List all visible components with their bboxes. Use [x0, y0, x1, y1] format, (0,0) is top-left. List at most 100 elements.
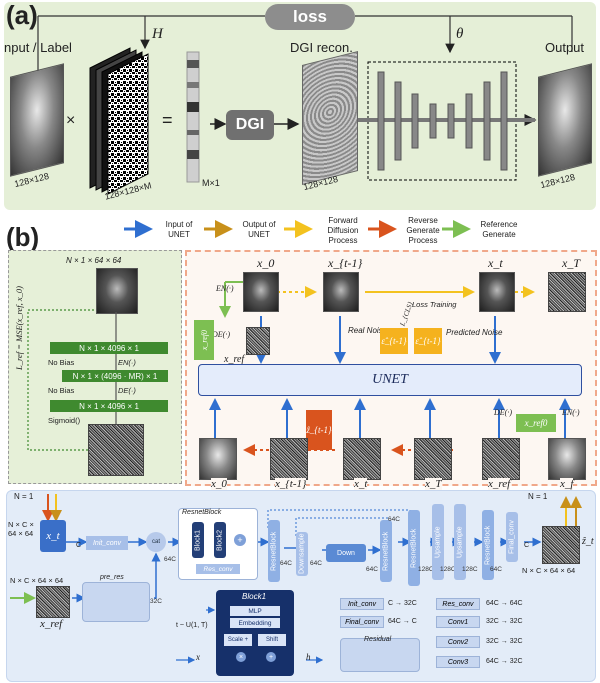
legend-reference-generate: Reference Generate: [480, 220, 518, 239]
key-conv1: Conv1: [436, 616, 480, 628]
net-block1: Block1: [192, 522, 204, 558]
net-64c-a: 64C: [164, 556, 176, 563]
diff-en: EN(·): [216, 284, 234, 293]
net-block1-detail: [216, 590, 294, 676]
legend-input-unet: Input of UNET: [165, 220, 193, 239]
bottom-img-x0: [199, 438, 237, 480]
unet-block: UNET: [198, 364, 582, 396]
key-conv2: Conv2: [436, 636, 480, 648]
key-residual: Residual: [364, 636, 392, 643]
net-64c-e: 64C: [388, 516, 400, 523]
eps-box-2: ε̂_{t-1}: [414, 328, 442, 354]
net-64c-b: 64C: [280, 560, 292, 567]
vector-size: M×1: [202, 178, 220, 188]
net-out-dim: N × C × 64 × 64: [522, 566, 576, 575]
net-32c: 32C: [150, 598, 162, 605]
dgi-recon-image: [302, 51, 358, 185]
net-xref-label: x_ref: [40, 618, 63, 630]
input-label-title: nput / Label: [4, 40, 72, 55]
legend-reverse-generate: Reverse Generate Process: [406, 216, 440, 245]
diff-xref: x_ref: [224, 354, 245, 365]
legend-forward-diffusion: Forward Diffusion Process: [327, 216, 359, 245]
net-block2: Block2: [214, 522, 226, 558]
bottom-xt: x_t: [354, 478, 368, 490]
diff-x0: x_0: [257, 256, 275, 270]
net-embedding: Embedding: [230, 618, 280, 628]
ref-de: DE(·): [118, 386, 136, 395]
net-add-node: +: [234, 534, 246, 546]
diff-xt: x_t: [488, 256, 503, 270]
val-res-conv: 64C → 64C: [486, 600, 523, 607]
net-t-sample: t ~ U(1, T): [176, 622, 208, 629]
net-init-conv: Init_conv: [86, 536, 128, 550]
val-conv1: 32C → 32C: [486, 618, 523, 625]
net-c: C: [76, 542, 82, 549]
ref-bar-1: N × 1 × 4096 × 1: [50, 342, 168, 354]
theta-symbol: θ: [456, 26, 464, 42]
bottom-xT: x_T: [425, 478, 442, 490]
legend-output-unet: Output of UNET: [242, 220, 276, 239]
net-n1-right: N = 1: [528, 492, 548, 501]
ref-input-image: [96, 268, 138, 314]
loss-training: Loss Training: [412, 300, 457, 309]
net-in-dim: N × C × 64 × 64: [8, 520, 34, 538]
bottom-img-xt-1: [270, 438, 308, 480]
net-cat: cat: [146, 532, 166, 552]
net-mlp: MLP: [230, 606, 280, 616]
net-xt-box: x_t: [40, 520, 66, 552]
dgi-box: DGI: [226, 110, 274, 140]
bottom-x0: x_0: [211, 478, 227, 490]
predicted-noise: Predicted Noise: [446, 328, 503, 337]
diff-img-xt-1: [323, 272, 359, 312]
no-bias-2: No Bias: [48, 386, 75, 395]
key-conv3: Conv3: [436, 656, 480, 668]
input-face-image: [10, 63, 64, 177]
real-noise: Real Noise: [348, 326, 388, 335]
val-init-conv: C → 32C: [388, 600, 417, 607]
zt-1-box: ẑ_{t-1}: [306, 410, 332, 450]
bottom-xt-1: x_{t-1}: [275, 478, 307, 490]
loss-node: loss: [265, 4, 355, 30]
net-64c-f: 64C: [490, 566, 502, 573]
panel-b-label: (b): [6, 222, 40, 252]
net-resnetblock-2: ResnetBlock: [380, 520, 392, 582]
ref-top-dim: N × 1 × 64 × 64: [66, 256, 122, 265]
panel-a-label: (a): [6, 0, 38, 30]
times-sign: ×: [66, 112, 76, 129]
net-resnet-title: ResnetBlock: [182, 509, 222, 516]
net-res-conv: Res_conv: [196, 564, 240, 574]
val-final-conv: 64C → C: [388, 618, 417, 625]
net-zt: ẑ_t: [582, 536, 594, 547]
ref-arrows: [27, 309, 117, 451]
diff-xref-image: [246, 327, 270, 355]
net-output-noise: [542, 526, 580, 564]
ref-bar-2: N × 1 × (4096 · MR) × 1: [62, 370, 168, 382]
eps-box-1: ε̂_{t-1}: [380, 328, 408, 354]
panel-a-arrows: [37, 15, 573, 195]
diff-xT: x_T: [562, 256, 580, 270]
net-plus-node: +: [266, 652, 276, 662]
val-conv2: 32C → 32C: [486, 638, 523, 645]
dgi-recon-title: DGI recon.: [290, 40, 353, 55]
bottom-en: EN(·): [562, 408, 580, 417]
net-x: x: [196, 652, 200, 662]
diff-de: DE(·): [212, 330, 230, 339]
diff-xref0-box: x_ref0: [194, 320, 214, 360]
net-resnetblock-1: ResnetBlock: [268, 520, 280, 582]
bottom-img-xt: [343, 438, 381, 480]
net-down: Down: [326, 544, 366, 562]
net-xref-image: [36, 586, 70, 618]
diff-img-xT: [548, 272, 586, 312]
net-ref-dim: N × C × 64 × 64: [10, 576, 64, 585]
key-init-conv: Init_conv: [340, 598, 384, 610]
net-c-out: C: [524, 542, 530, 549]
net-resnetblock-3: ResnetBlock: [408, 510, 420, 586]
net-128c-c: 128C: [462, 566, 478, 573]
ref-bar-3: N × 1 × 4096 × 1: [50, 400, 168, 412]
bottom-xf: x_f: [560, 478, 574, 490]
diff-img-xt: [479, 272, 515, 312]
bottom-xref: x_ref: [488, 478, 511, 490]
output-title: Output: [545, 40, 585, 55]
net-block1-title: Block1: [242, 592, 267, 601]
val-conv3: 64C → 32C: [486, 658, 523, 665]
